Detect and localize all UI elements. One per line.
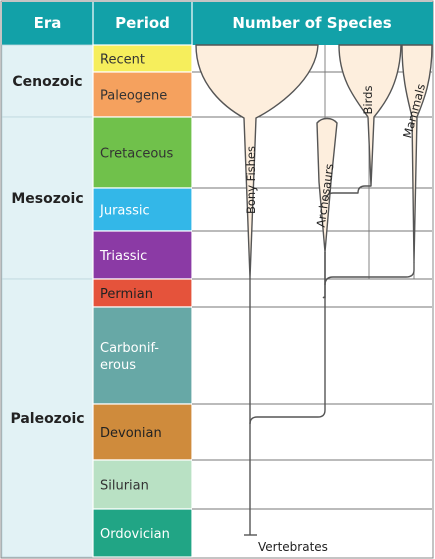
period-cell <box>92 230 193 280</box>
period-cell <box>92 187 193 232</box>
period-cell <box>92 508 193 558</box>
vertebrates-label: Vertebrates <box>258 540 328 554</box>
period-cell <box>92 459 193 510</box>
era-label: Paleozoic <box>10 411 84 427</box>
period-label: Triassic <box>99 249 147 264</box>
mammal-branch-line <box>324 262 415 286</box>
mammals-shape <box>401 44 433 263</box>
period-cell <box>92 403 193 461</box>
period-label: erous <box>100 358 136 373</box>
period-label: Permian <box>100 287 153 302</box>
period-label: Recent <box>100 53 145 68</box>
clade-label: Birds <box>361 86 375 115</box>
bird-branch-line <box>324 185 371 201</box>
archosaur-branch-line <box>249 252 326 425</box>
period-label: Carbonif- <box>100 341 159 356</box>
header-era: Era <box>34 14 62 32</box>
era-label: Cenozoic <box>12 74 82 90</box>
header-bar <box>2 2 433 45</box>
text-layer: Era Period Number of SpeciesCenozoicMesozo… <box>10 14 428 554</box>
archosaurs-shape <box>316 117 338 253</box>
period-cell <box>92 278 193 308</box>
bony-fishes-shape <box>195 44 319 279</box>
period-label: Paleogene <box>100 89 167 104</box>
period-label: Devonian <box>100 426 162 441</box>
period-label: Silurian <box>100 479 149 494</box>
period-cell <box>92 116 193 189</box>
period-cell <box>92 71 193 118</box>
clade-label: Bony Fishes <box>244 146 258 214</box>
period-cell <box>92 306 193 405</box>
era-cell <box>1 278 94 558</box>
period-label: Cretaceous <box>100 147 174 162</box>
header-species: Number of Species <box>232 14 391 32</box>
era-label: Mesozoic <box>11 191 83 207</box>
period-cell <box>92 44 193 73</box>
era-cell <box>1 116 94 280</box>
period-label: Ordovician <box>100 527 170 542</box>
clades-layer <box>195 44 433 536</box>
header-period: Period <box>115 14 170 32</box>
period-label: Jurassic <box>99 204 150 219</box>
